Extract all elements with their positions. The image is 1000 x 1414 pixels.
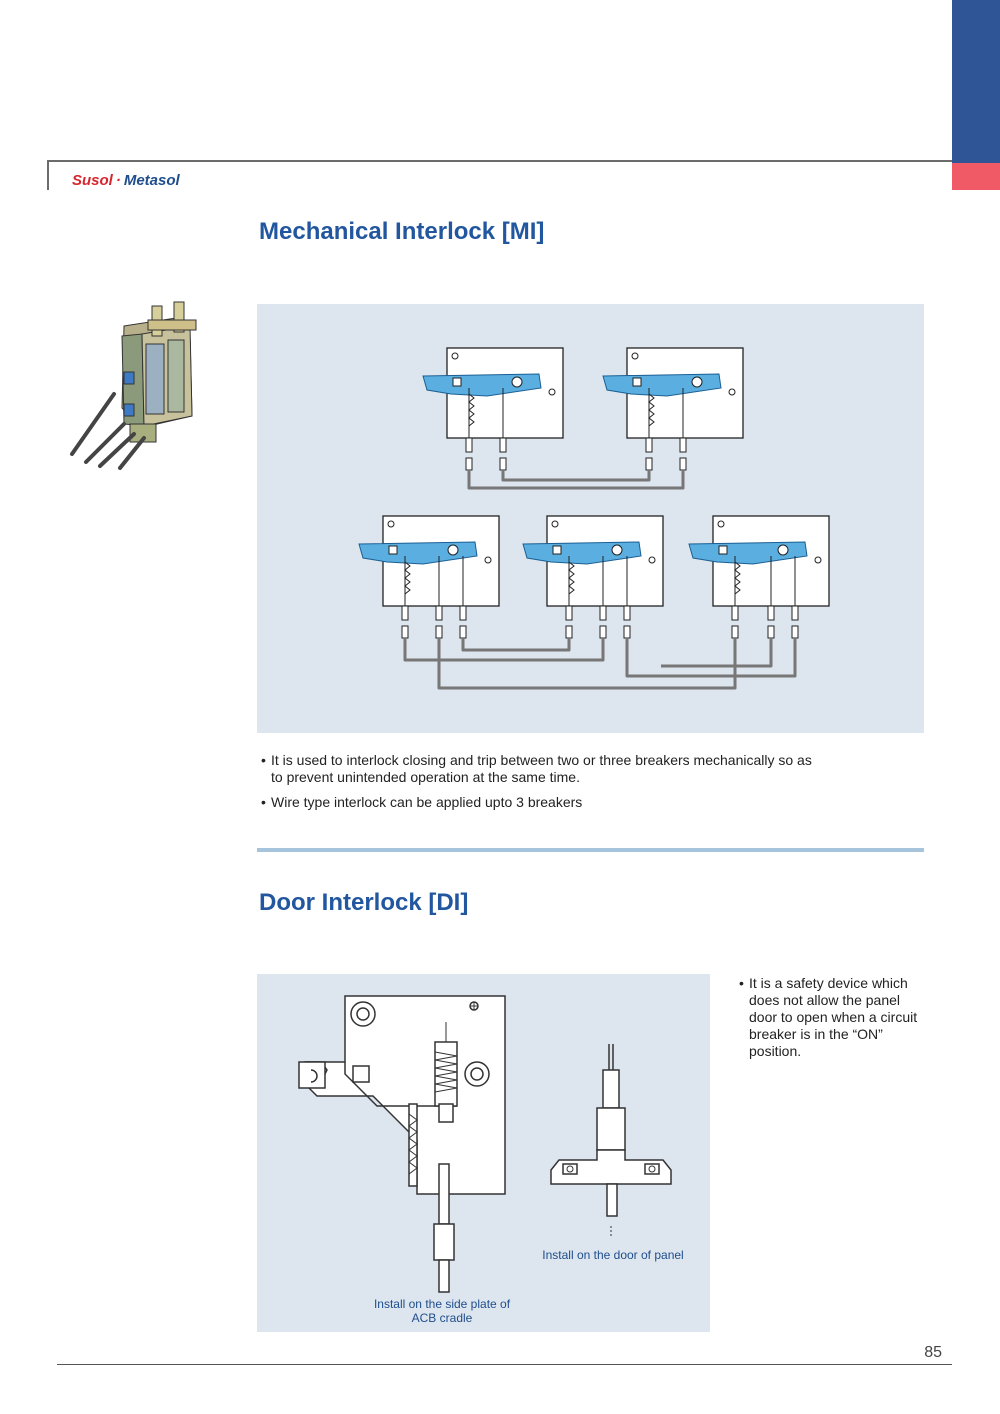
mi-top-1-ferrule-0 (465, 437, 473, 453)
product-photo (64, 296, 214, 476)
mi-bot-2-ferrule2-0 (565, 625, 573, 639)
mi-bot-3-ferrule2-0 (731, 625, 739, 639)
brand-metasol: Metasol (123, 172, 180, 189)
mi-bot-3-ferrule2-1 (767, 625, 775, 639)
mi-bot-1-hole-2 (484, 556, 492, 564)
footer-rule (57, 1364, 952, 1365)
mi-bot-1-hole (387, 520, 395, 528)
mi-bot-2-ferrule2-2 (623, 625, 631, 639)
mi-top-2-hole (631, 352, 639, 360)
mi-title: Mechanical Interlock [MI] (259, 218, 545, 245)
mi-wire-bot-2 (461, 638, 571, 652)
mi-bot-3-hole (717, 520, 725, 528)
mi-bot-1-ferrule-0 (401, 605, 409, 621)
header-tick (47, 160, 49, 190)
mi-top-1-ferrule-1 (499, 437, 507, 453)
mi-bot-2-lever-pin (552, 545, 562, 555)
side-tab-red (952, 163, 1000, 190)
mi-bot-3-ferrule-0 (731, 605, 739, 621)
mi-wire-bot-4 (437, 638, 737, 690)
mi-bot-3-lever-pin (718, 545, 728, 555)
mi-top-2-hole-2 (728, 388, 736, 396)
brand-dot: · (115, 172, 121, 189)
header-rule (47, 160, 952, 162)
mi-top-2-ferrule2-1 (679, 457, 687, 471)
mi-bot-2-ferrule-2 (623, 605, 631, 621)
di-bullet-1: It is a safety device which does not all… (735, 975, 930, 1060)
mi-bot-3-ferrule-1 (767, 605, 775, 621)
mi-bot-1-ferrule-1 (435, 605, 443, 621)
mi-bot-3-lever-pivot (777, 544, 789, 556)
mi-top-2-ferrule-1 (679, 437, 687, 453)
di-bullet-list: It is a safety device which does not all… (735, 975, 930, 1068)
mi-top-2-ferrule2-0 (645, 457, 653, 471)
mi-bullet-list: It is used to interlock closing and trip… (257, 752, 827, 819)
mi-bot-2-ferrule-0 (565, 605, 573, 621)
mi-bot-3-ferrule2-2 (791, 625, 799, 639)
mi-top-1-ferrule2-1 (499, 457, 507, 471)
mi-top-1-lever-pivot (511, 376, 523, 388)
caption-door: Install on the door of panel (542, 1248, 684, 1262)
mi-bot-3-ferrule-2 (791, 605, 799, 621)
side-tab-blue (952, 0, 1000, 163)
mi-diagram-panel (257, 304, 924, 733)
mi-bot-2-lever-pivot (611, 544, 623, 556)
mi-bot-1-ferrule-2 (459, 605, 467, 621)
di-title: Door Interlock [DI] (259, 889, 469, 916)
mi-top-1-hole (451, 352, 459, 360)
mi-top-1-lever-pin (452, 377, 462, 387)
mi-bot-2-ferrule2-1 (599, 625, 607, 639)
mi-bot-2-hole (551, 520, 559, 528)
mi-bot-2-hole-2 (648, 556, 656, 564)
mi-wire-top-inner (501, 470, 651, 482)
mi-top-1-ferrule2-0 (465, 457, 473, 471)
mi-bullet-1: It is used to interlock closing and trip… (257, 752, 827, 786)
mi-wire-bot-3 (625, 638, 797, 678)
mi-wire-bot-1 (403, 638, 605, 662)
mi-bot-2-ferrule-1 (599, 605, 607, 621)
mi-wire-bot-5 (661, 638, 773, 668)
mi-bot-3-hole-2 (814, 556, 822, 564)
mi-wire-diagram (358, 347, 830, 690)
brand-logo: Susol·Metasol (72, 172, 180, 189)
page-number: 85 (924, 1344, 942, 1361)
di-diagram-panel: Install on the side plate of ACB cradle … (257, 974, 710, 1332)
mi-bullet-2: Wire type interlock can be applied upto … (257, 794, 827, 811)
brand-susol: Susol (72, 172, 113, 189)
mi-bot-1-ferrule2-1 (435, 625, 443, 639)
section-divider (257, 848, 924, 852)
mi-top-2-lever-pivot (691, 376, 703, 388)
mi-top-2-ferrule-0 (645, 437, 653, 453)
mi-bot-1-lever-pin (388, 545, 398, 555)
caption-side-plate: Install on the side plate of ACB cradle (373, 1297, 511, 1325)
mi-top-2-lever-pin (632, 377, 642, 387)
mi-top-1-hole-2 (548, 388, 556, 396)
mi-bot-1-lever-pivot (447, 544, 459, 556)
door-interlock-drawing (298, 995, 672, 1293)
mi-bot-1-ferrule2-0 (401, 625, 409, 639)
mi-wire-top-outer (467, 470, 685, 490)
mi-bot-1-ferrule2-2 (459, 625, 467, 639)
